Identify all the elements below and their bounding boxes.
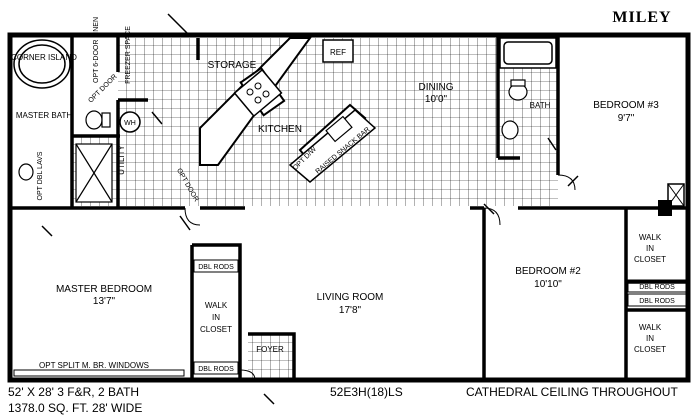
footer-area: 1378.0 SQ. FT. 28' WIDE	[8, 401, 142, 415]
plan-title: MILEY	[612, 9, 671, 26]
storage-label: STORAGE	[208, 60, 257, 71]
dining-size: 10'0"	[425, 94, 448, 105]
master-bath-label: MASTER BATH	[16, 111, 73, 120]
dimension-ticks	[41, 13, 579, 405]
foyer-label: FOYER	[256, 345, 284, 354]
wh-label: WH	[124, 120, 136, 127]
linen-label: OPT 6-DOOR LINEN	[93, 17, 100, 83]
walk-in-closet-3-line3: CLOSET	[634, 345, 666, 354]
master-bedroom-size: 13'7"	[93, 296, 116, 307]
bedroom2-size: 10'10"	[534, 279, 562, 290]
corner-island-label: CORNER ISLAND	[11, 53, 77, 62]
kitchen-label: KITCHEN	[258, 124, 302, 135]
walk-in-closet-2-line3: CLOSET	[634, 255, 666, 264]
master-bedroom-label: MASTER BEDROOM	[56, 284, 152, 295]
door-swings	[184, 174, 576, 381]
dbl-rods-label-3: DBL RODS	[639, 284, 675, 291]
footer: 52' X 28' 3 F&R, 2 BATH 1378.0 SQ. FT. 2…	[8, 385, 678, 415]
dbl-rods-label-4: DBL RODS	[639, 298, 675, 305]
refrigerator: REF	[322, 39, 354, 63]
structural-posts	[658, 183, 685, 216]
bedroom2-label: BEDROOM #2	[515, 266, 581, 277]
dbl-rods-label-2: DBL RODS	[198, 366, 234, 373]
footer-model: 52E3H(18)LS	[330, 385, 403, 399]
ref-label: REF	[330, 48, 346, 57]
split-windows-label: OPT SPLIT M. BR. WINDOWS	[39, 361, 149, 370]
dbl-rods-label-1: DBL RODS	[198, 264, 234, 271]
living-room-size: 17'8"	[339, 305, 362, 316]
walk-in-closet-2-line2: IN	[646, 244, 654, 253]
range	[233, 68, 283, 118]
water-heater: WH	[119, 111, 141, 133]
bath-tub	[499, 37, 557, 69]
opt-door-label: OPT DOOR	[87, 73, 118, 104]
walk-in-closet-1-line2: IN	[212, 313, 220, 322]
bedroom3-label: BEDROOM #3	[593, 100, 659, 111]
walk-in-closet-1-line3: CLOSET	[200, 325, 232, 334]
living-room-label: LIVING ROOM	[317, 292, 384, 303]
interior-walls	[10, 35, 688, 380]
corner-tub	[13, 39, 71, 89]
bath-label: BATH	[530, 101, 551, 110]
shower	[75, 143, 113, 203]
fixtures	[18, 79, 528, 181]
walk-in-closet-3-line2: IN	[646, 334, 654, 343]
utility-label: UTILITY	[117, 144, 126, 174]
walk-in-closet-3-line1: WALK	[639, 323, 662, 332]
footer-ceiling: CATHEDRAL CEILING THROUGHOUT	[466, 385, 678, 399]
footer-dimensions: 52' X 28' 3 F&R, 2 BATH	[8, 385, 139, 399]
closet-shelves	[13, 259, 687, 377]
freezer-label: FREEZER SPACE	[125, 26, 132, 84]
walk-in-closet-1-line1: WALK	[205, 301, 228, 310]
opt-dbl-lavs-label: OPT DBL LAVS	[37, 151, 44, 200]
kitchen-sink	[325, 115, 353, 143]
bedroom3-size: 9'7"	[618, 113, 635, 124]
walk-in-closet-2-line1: WALK	[639, 233, 662, 242]
dining-label: DINING	[419, 82, 454, 93]
